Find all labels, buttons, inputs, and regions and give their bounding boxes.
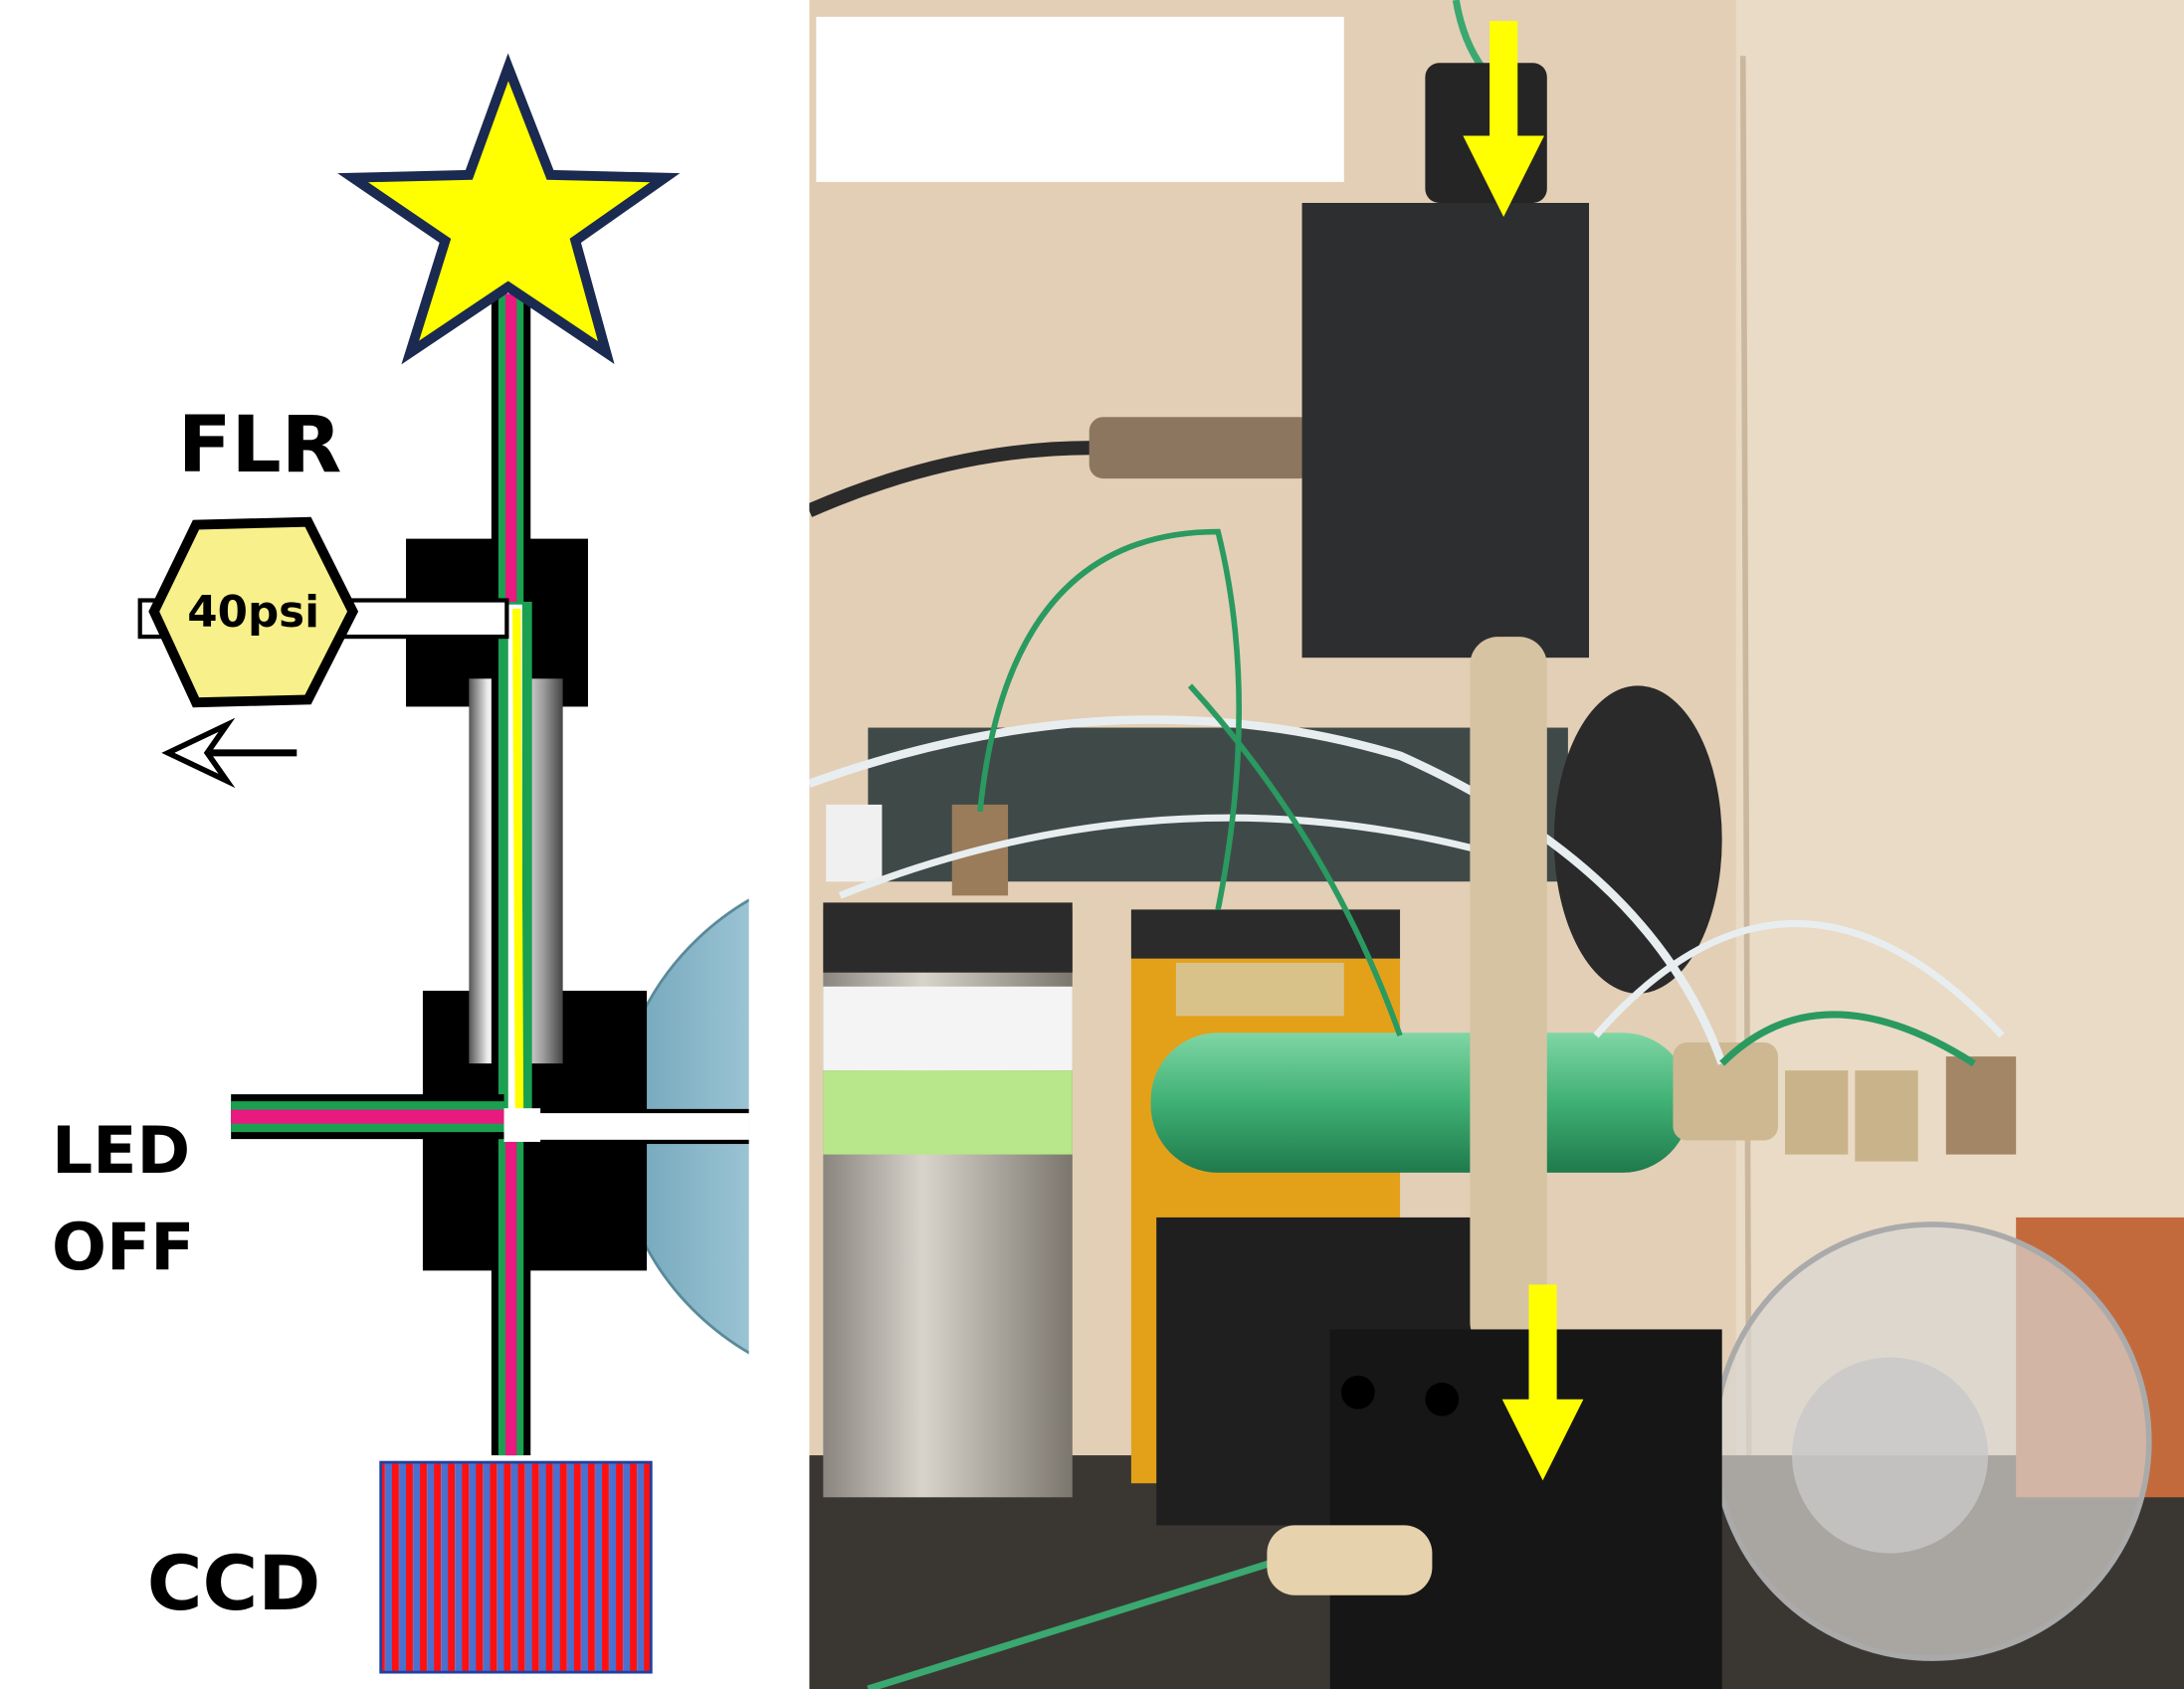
led-state-label: OFF [52,1211,194,1285]
flow-arrow-icon [161,717,298,789]
pressure-regulator-hexagon [148,516,359,708]
schematic: 40psi FLR LED OFF CCD [52,53,749,1674]
pressure-label: 40psi [187,588,319,638]
led-label: LED [52,1114,190,1189]
outlet-tube [532,1108,749,1145]
redaction-box [816,16,1344,182]
detector-label: CCD [147,1539,321,1627]
ccd-detector [379,1460,653,1674]
apparatus-photo [809,0,2184,1689]
led-fiber [231,1094,504,1140]
source-label: FLR [178,399,342,490]
flow-direction-arrow-icon [1501,1284,1584,1481]
flow-direction-arrow-icon [1463,21,1544,218]
light-source-star [337,53,681,365]
